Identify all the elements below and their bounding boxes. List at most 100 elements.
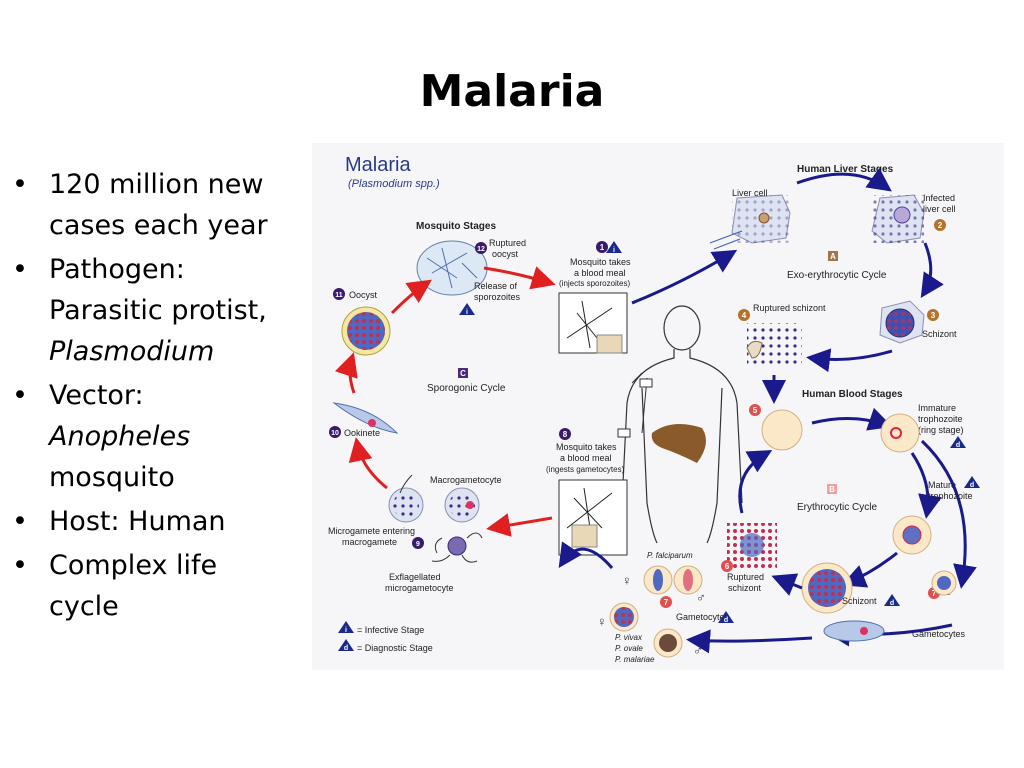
p-vivax-label: P. vivax <box>615 633 643 642</box>
bullet-line: 120 million new <box>49 169 264 200</box>
mosquito1-label-2: a blood meal <box>574 268 626 278</box>
arrow-rbc-to-ring <box>811 407 893 431</box>
p-ovale-label: P. ovale <box>615 644 643 653</box>
infective-letter: i <box>613 247 615 254</box>
step-8-number: 8 <box>563 430 568 439</box>
diagram-subtitle: (Plasmodium spp.) <box>348 178 440 190</box>
legend-infective-label: = Infective Stage <box>357 625 424 635</box>
female-symbol-2: ♀ <box>597 614 607 629</box>
diagnostic-letter-3: d <box>890 600 894 607</box>
bullet-host: Host: Human <box>10 501 310 542</box>
mosquito1-label-3: (injects sporozoites) <box>559 279 630 288</box>
microgamete-label-2: macrogamete <box>342 537 397 547</box>
gametocyte-bottom-icon <box>823 620 885 642</box>
bite-marker-2 <box>617 428 631 438</box>
oocyst-label: Oocyst <box>349 290 378 300</box>
step-4-number: 4 <box>742 311 747 320</box>
p-malariae-label: P. malariae <box>615 655 655 664</box>
ruptured-blood-schizont-icon <box>727 523 777 568</box>
step-12-number: 12 <box>477 246 485 253</box>
diagnostic-badge-3 <box>884 594 900 606</box>
step-7-number-mid: 7 <box>664 598 669 607</box>
step-8-badge <box>559 428 571 440</box>
exflagellated-label-2: microgametocyte <box>385 583 454 593</box>
arrow-to-ookinete <box>348 437 388 490</box>
bullet-cases: 120 million new cases each year <box>10 164 310 246</box>
step-4-badge <box>738 309 750 321</box>
liver-schizont-label: Schizont <box>922 329 957 339</box>
arrow-gametocytes-to-mosquito <box>558 541 614 569</box>
liver-cell-icon <box>731 194 792 244</box>
slide-title: Malaria <box>419 66 605 117</box>
mosquito-stages-header: Mosquito Stages <box>416 221 496 232</box>
arrow-liver-2 <box>920 242 944 299</box>
blood-schizont-icon <box>801 562 853 614</box>
cycle-c-letter: C <box>460 369 466 378</box>
immature-label-1: Immature <box>918 403 956 413</box>
step-7-number-right: 7 <box>932 589 937 598</box>
mature-trophozoite-icon <box>892 515 932 555</box>
microgamete-label-1: Microgamete entering <box>328 526 415 536</box>
microgamete-icon <box>388 474 424 523</box>
ruptured-oocyst-label-1: Ruptured <box>489 238 526 248</box>
oocyst-icon <box>341 306 391 356</box>
step-1-number: 1 <box>600 243 605 252</box>
mosquito8-label-3: (ingests gametocytes) <box>546 465 625 474</box>
arrow-oocyst-to-ruptured <box>390 279 432 315</box>
step-3-badge <box>927 309 939 321</box>
bullet-line: cases each year <box>49 210 268 241</box>
release-label-2: sporozoites <box>474 292 521 302</box>
ring-trophozoite-icon <box>880 413 920 453</box>
bullet-line: cycle <box>49 591 119 622</box>
step-6-number: 6 <box>725 562 730 571</box>
immature-label-2: trophozoite <box>918 414 963 424</box>
mosquito-bite-1-icon <box>558 292 628 354</box>
malaria-lifecycle-diagram: Malaria (Plasmodium spp.) Human Liver St… <box>312 143 1004 670</box>
gametocytes-mid-label: Gametocytes <box>676 612 730 622</box>
ruptured-liver-schizont-icon <box>746 323 802 368</box>
diagram-title: Malaria <box>345 154 411 176</box>
liver-cell-label: Liver cell <box>732 188 768 198</box>
step-9-number: 9 <box>416 541 420 548</box>
gametocytes-right-label: Gametocytes <box>912 629 966 639</box>
bullet-italic: Plasmodium <box>49 336 215 367</box>
arrow-schizont-to-ruptured <box>771 573 803 596</box>
bullet-line: Host: Human <box>49 506 226 537</box>
infected-liver-label-2: liver cell <box>923 204 956 214</box>
exflagellated-microgametocyte-icon <box>431 532 483 563</box>
legend-diagnostic-label: = Diagnostic Stage <box>357 643 433 653</box>
step-2-badge <box>934 219 946 231</box>
step-12-badge <box>475 242 487 254</box>
mature-label-2: trophozoite <box>928 491 973 501</box>
step-7-badge-mid <box>660 596 672 608</box>
red-blood-cell-icon <box>761 409 803 451</box>
infected-liver-label-1: Infected <box>923 193 955 203</box>
falciparum-gametocyte-icon <box>643 565 703 595</box>
p-falciparum-label: P. falciparum <box>647 551 693 560</box>
cycle-a-label: Exo-erythrocytic Cycle <box>787 270 887 281</box>
cycle-a-letter: A <box>830 252 836 261</box>
arrow-to-microgamete <box>486 513 553 537</box>
bullet-line: Complex life <box>49 550 218 581</box>
ruptured-oocyst-label-2: oocyst <box>492 249 519 259</box>
legend-diagnostic-icon <box>338 639 354 651</box>
cycle-b-box <box>827 484 837 494</box>
cycle-a-box <box>828 251 838 261</box>
diagnostic-letter-1: d <box>956 442 960 449</box>
release-label-1: Release of <box>474 281 518 291</box>
sporozoite-icon <box>709 230 743 250</box>
arrow-to-bite-1 <box>483 266 556 290</box>
step-6-badge <box>721 560 733 572</box>
diagnostic-badge-5 <box>718 611 734 623</box>
arrow-ookinete-to-oocyst <box>334 352 358 394</box>
mature-label-1: Mature <box>928 480 956 490</box>
infective-badge-2 <box>459 303 475 315</box>
mosquito-bite-8-icon <box>558 479 628 556</box>
infective-badge-1 <box>606 241 622 253</box>
diagnostic-badge-2 <box>964 476 980 488</box>
blood-stages-header: Human Blood Stages <box>802 389 903 400</box>
blood-schizont-label: Schizont <box>842 596 877 606</box>
bullet-lifecycle: Complex life cycle <box>10 545 310 627</box>
male-symbol-1: ♂ <box>696 590 706 605</box>
ookinete-icon <box>332 402 399 434</box>
